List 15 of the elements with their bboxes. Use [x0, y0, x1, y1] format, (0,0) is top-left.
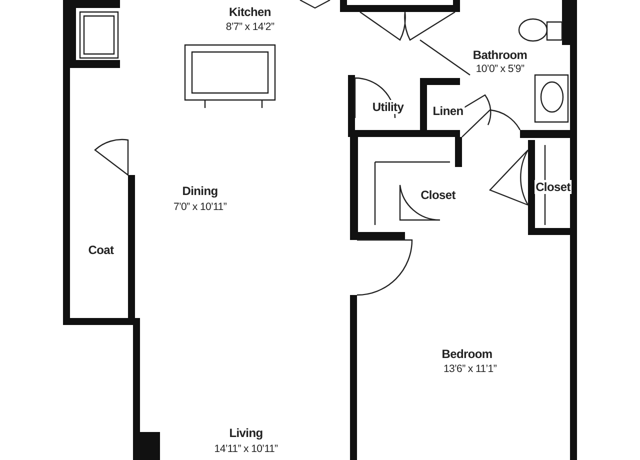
room-name: Bathroom: [472, 48, 528, 62]
room-name: Utility: [371, 100, 405, 114]
room-dimensions: 8’7” x 14’2”: [224, 21, 276, 34]
room-name: Dining: [181, 184, 219, 198]
room-dimensions: 13’6” x 11’1”: [442, 363, 498, 376]
room-dimensions: 10’0” x 5’9”: [474, 63, 526, 76]
room-name: Closet: [534, 180, 572, 194]
room-dimensions: 7’0” x 10’11”: [172, 201, 228, 214]
room-name: Coat: [87, 243, 115, 257]
room-name: Living: [228, 426, 264, 440]
room-name: Linen: [432, 104, 464, 118]
room-name: Closet: [420, 188, 456, 202]
room-dimensions: 14’11” x 10’11”: [213, 443, 279, 456]
room-name: Kitchen: [228, 5, 272, 19]
room-name: Bedroom: [440, 347, 494, 361]
